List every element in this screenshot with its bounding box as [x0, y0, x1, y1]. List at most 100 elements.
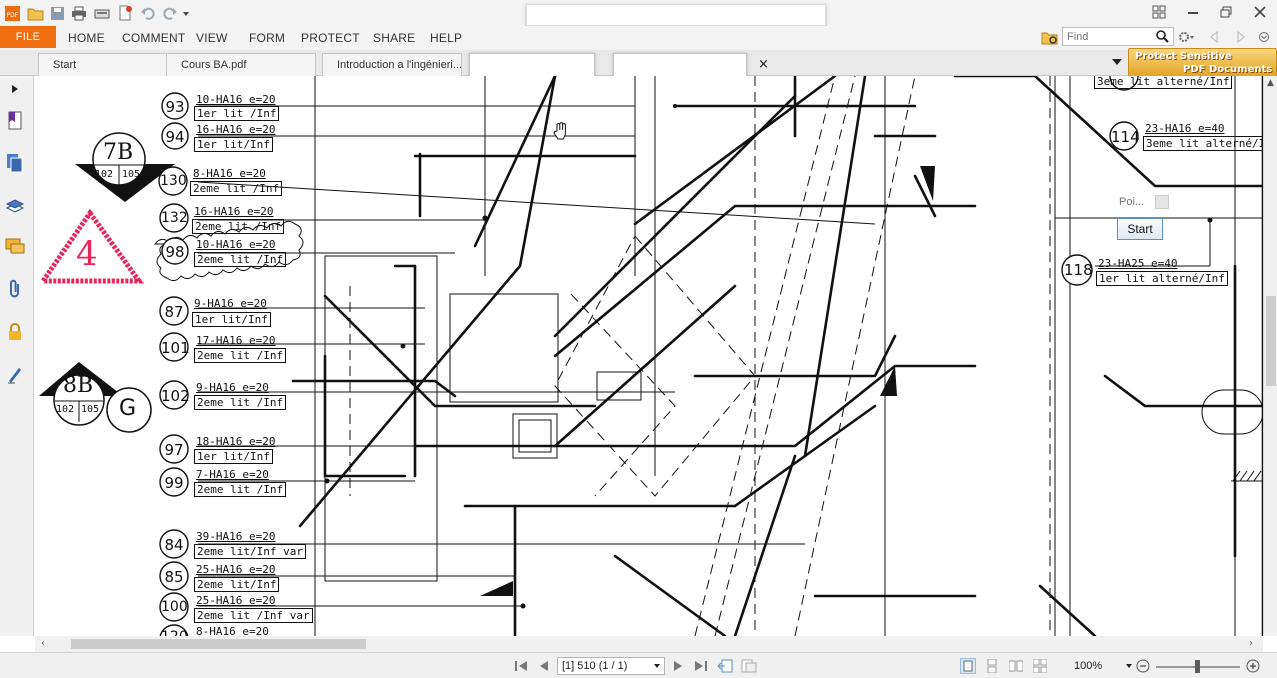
- title-bar: PDF: [0, 0, 1277, 26]
- close-button[interactable]: [1249, 3, 1271, 21]
- search-icon[interactable]: [1156, 30, 1169, 46]
- label-line2: 1er lit/Inf: [194, 449, 273, 464]
- hand-cursor-icon: [553, 122, 566, 140]
- vertical-scroll-thumb[interactable]: [1266, 296, 1276, 386]
- label-num: 100: [161, 599, 188, 615]
- continuous-facing-view-icon[interactable]: [1032, 658, 1048, 674]
- document-viewport[interactable]: 7B 102 105 8B 102 105 G 4 93 10-HA16 e=2…: [35, 76, 1263, 636]
- tab-list-dropdown-icon[interactable]: [1112, 59, 1122, 65]
- section-8b-title: 8B: [63, 373, 94, 398]
- tab-blank-2[interactable]: [613, 53, 747, 76]
- popup-close-icon[interactable]: [1155, 195, 1169, 209]
- ribbon-collapse-icon[interactable]: [1256, 29, 1272, 45]
- maximize-button[interactable]: [1215, 3, 1237, 21]
- zoom-in-icon[interactable]: [1245, 658, 1261, 674]
- chevron-down-icon: [654, 664, 660, 668]
- label-line1: 16-HA16 e=20: [196, 123, 276, 136]
- zoom-out-icon[interactable]: [1135, 658, 1151, 674]
- window-title: [526, 4, 826, 26]
- redo-icon[interactable]: [161, 4, 179, 22]
- menu-comment[interactable]: COMMENT: [122, 31, 186, 45]
- page-number-select[interactable]: [1] 510 (1 / 1): [557, 657, 665, 675]
- scroll-up-icon[interactable]: ▲: [1267, 78, 1274, 88]
- start-button[interactable]: Start: [1117, 218, 1163, 240]
- scroll-left-icon[interactable]: ‹: [41, 638, 45, 649]
- attachments-icon[interactable]: [4, 278, 26, 300]
- right-label-line1: 23-HA25 e=40: [1098, 257, 1178, 270]
- next-view-icon[interactable]: [741, 658, 757, 674]
- label-line1: 17-HA16 e=20: [196, 334, 276, 347]
- scan-icon[interactable]: [93, 4, 111, 22]
- menu-protect[interactable]: PROTECT: [301, 31, 360, 45]
- right-label-line2: 1er lit alterné/Inf: [1096, 271, 1228, 286]
- previous-result-icon[interactable]: [1206, 29, 1222, 45]
- single-page-view-icon[interactable]: [960, 658, 976, 674]
- security-lock-icon[interactable]: [4, 321, 26, 343]
- horizontal-scroll-thumb[interactable]: [71, 639, 366, 649]
- protect-sensitive-banner[interactable]: Protect Sensitive PDF Documents: [1128, 48, 1277, 78]
- right-label-line2: 3eme lit alterné/Inf: [1143, 136, 1263, 151]
- last-page-icon[interactable]: [693, 658, 709, 674]
- section-8b-right: 105: [81, 404, 100, 415]
- open-folder-icon[interactable]: [26, 4, 44, 22]
- next-result-icon[interactable]: [1233, 29, 1249, 45]
- label-num: 84: [164, 536, 184, 554]
- popup-title: Poi...: [1119, 196, 1145, 208]
- label-line1: 25-HA16 e=20: [196, 563, 276, 576]
- navigation-popup: Poi... Start: [1117, 192, 1197, 240]
- menu-form[interactable]: FORM: [249, 31, 286, 45]
- file-tab[interactable]: FILE: [0, 26, 56, 48]
- page-number-value: [1] 510 (1 / 1): [562, 660, 628, 672]
- tab-introduction[interactable]: Introduction a l'ingénieri...: [322, 53, 462, 76]
- find-folder-icon[interactable]: [1041, 30, 1059, 46]
- label-line1: 7-HA16 e=20: [196, 468, 269, 481]
- right-label-num: 118: [1064, 261, 1093, 279]
- label-line1: 8-HA16 e=20: [196, 625, 269, 636]
- structural-drawing: [38, 76, 1263, 636]
- menu-home[interactable]: HOME: [68, 31, 105, 45]
- menu-share[interactable]: SHARE: [373, 31, 416, 45]
- print-icon[interactable]: [70, 4, 88, 22]
- facing-view-icon[interactable]: [1008, 658, 1024, 674]
- vertical-scrollbar[interactable]: ▲: [1263, 76, 1277, 636]
- ribbon-menu: FILE HOME COMMENT VIEW FORM PROTECT SHAR…: [0, 26, 1277, 50]
- document-tabs: Start Cours BA.pdf Introduction a l'ingé…: [0, 50, 1277, 76]
- tab-blank-1[interactable]: [469, 53, 595, 76]
- tab-cours-ba[interactable]: Cours BA.pdf: [166, 53, 316, 76]
- label-num: 98: [165, 243, 185, 261]
- customize-dropdown-icon[interactable]: [180, 4, 192, 22]
- minimize-button[interactable]: [1182, 3, 1204, 21]
- label-line2: 2eme lit/Inf var: [194, 544, 306, 559]
- undo-icon[interactable]: [139, 4, 157, 22]
- zoom-level[interactable]: 100%: [1074, 660, 1103, 672]
- section-7b-title: 7B: [103, 140, 134, 165]
- horizontal-scrollbar[interactable]: ‹ ›: [35, 636, 1263, 652]
- restore-tile-icon[interactable]: [1148, 3, 1170, 21]
- zoom-slider-thumb[interactable]: [1195, 660, 1200, 673]
- next-page-icon[interactable]: [670, 658, 686, 674]
- previous-page-icon[interactable]: [536, 658, 552, 674]
- expand-panel-icon[interactable]: [4, 78, 26, 100]
- save-icon[interactable]: [48, 4, 66, 22]
- signature-icon[interactable]: [4, 364, 26, 386]
- first-page-icon[interactable]: [513, 658, 529, 674]
- label-line1: 39-HA16 e=20: [196, 530, 276, 543]
- scroll-right-icon[interactable]: ›: [1249, 638, 1253, 649]
- layers-icon[interactable]: [4, 195, 26, 217]
- tab-start[interactable]: Start: [38, 53, 170, 76]
- settings-gear-icon[interactable]: [1178, 29, 1194, 45]
- new-document-icon[interactable]: [116, 4, 134, 22]
- navigation-panel: [0, 76, 34, 636]
- zoom-dropdown-icon[interactable]: [1126, 664, 1132, 668]
- menu-help[interactable]: HELP: [430, 31, 463, 45]
- find-input[interactable]: [1062, 27, 1174, 46]
- pages-icon[interactable]: [4, 152, 26, 174]
- menu-view[interactable]: VIEW: [196, 31, 228, 45]
- bookmarks-icon[interactable]: [4, 110, 26, 132]
- tab-close-icon[interactable]: ×: [758, 57, 769, 72]
- previous-view-icon[interactable]: [717, 658, 733, 674]
- comments-icon[interactable]: [4, 236, 26, 258]
- continuous-view-icon[interactable]: [984, 658, 1000, 674]
- label-line2: 2eme lit /Inf: [194, 395, 287, 410]
- grid-letter: G: [119, 396, 137, 421]
